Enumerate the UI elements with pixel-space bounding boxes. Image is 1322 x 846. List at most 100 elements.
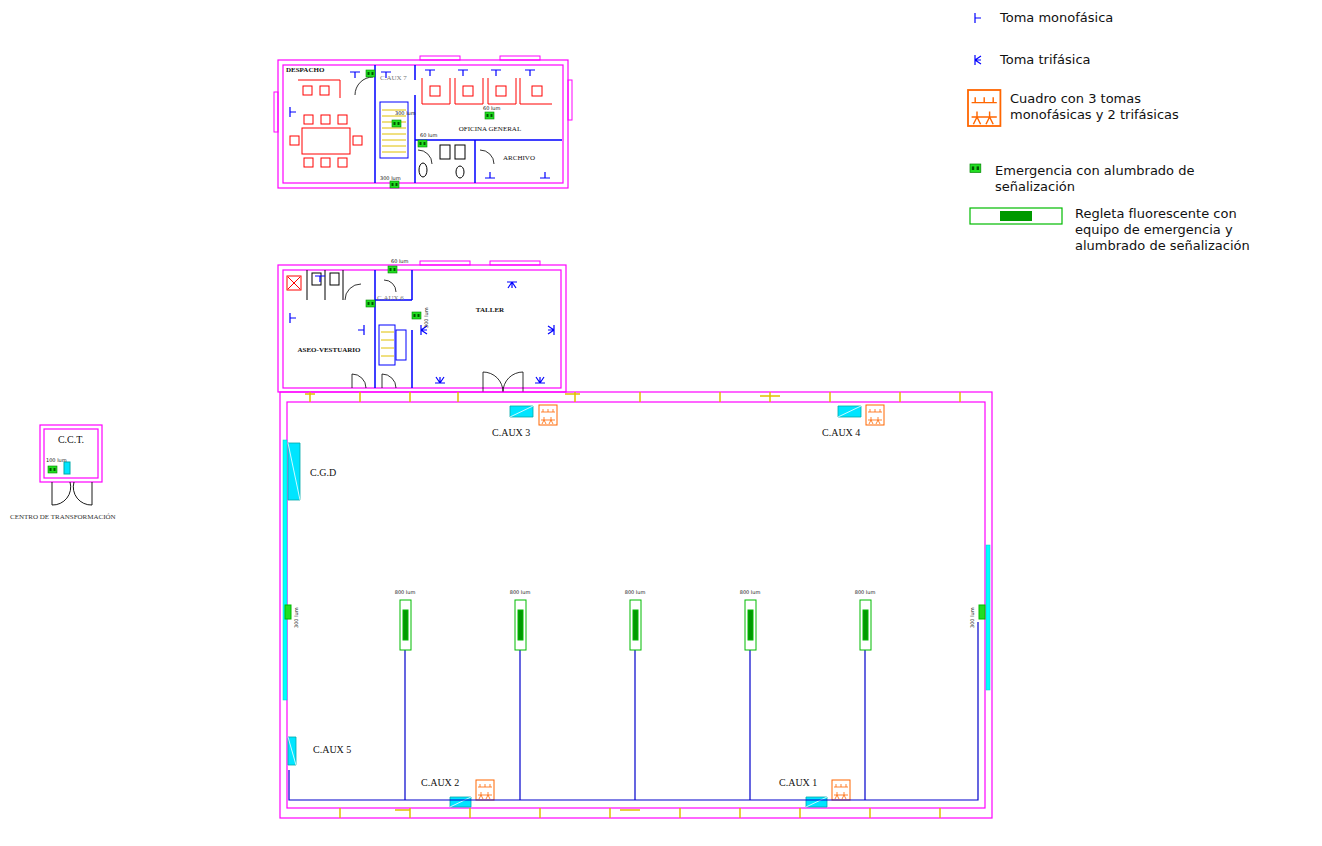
transformer-building: [40, 425, 102, 505]
office-building-part-part: [290, 136, 299, 145]
main-hall-part-part: [806, 797, 827, 807]
main-hall-part: [539, 405, 557, 425]
lumen-value: 800 lum: [855, 590, 876, 595]
main-hall-part-part: [838, 406, 861, 417]
main-hall-part: [986, 545, 990, 690]
legend-symbols-part: [970, 164, 981, 172]
office-building-part: [278, 60, 568, 188]
office-building-part-part: [304, 115, 313, 124]
panel-label: C.AUX 7: [380, 75, 407, 82]
office-building-part: [500, 56, 540, 60]
workshop-building-part: [358, 325, 364, 335]
workshop-building-part: [420, 261, 470, 265]
lumen-value: 800 lum: [395, 590, 416, 595]
room-label-box: C.C.T.: [44, 431, 98, 447]
main-hall-part-part: [838, 406, 861, 417]
panel-label: C.AUX 5: [313, 745, 351, 755]
legend-symbols-part: [970, 208, 1062, 224]
main-hall-part: [832, 780, 850, 800]
office-building-part: [418, 150, 494, 164]
office-building-part: [485, 172, 495, 178]
office-building-part: [440, 145, 450, 159]
main-hall-part-part: [748, 610, 753, 640]
main-hall-part-part: [288, 737, 296, 765]
main-hall-part-part: [510, 406, 533, 417]
workshop-building-part: [379, 325, 395, 365]
workshop-building-part: [345, 284, 361, 300]
main-hall-part: [288, 406, 861, 807]
office-building-part: [568, 80, 572, 120]
room-name: DESPACHO: [286, 67, 324, 75]
panel-label: C.AUX 2: [421, 778, 459, 788]
legend-entry: Emergencia con alumbrado de señalización: [995, 163, 1210, 195]
legend-text: Cuadro con 3 tomas monofásicas y 2 trifá…: [1010, 91, 1179, 122]
office-building-part: [382, 110, 406, 152]
workshop-building-part: [548, 325, 554, 335]
main-hall-part: [285, 600, 985, 650]
workshop-building-part: [412, 312, 421, 319]
transformer-building-part: [44, 429, 98, 478]
office-building-part: [456, 166, 464, 178]
main-hall-part-part: [633, 610, 638, 640]
panel-label: C.AUX 3: [492, 428, 530, 438]
workshop-building-part: [307, 270, 343, 300]
main-hall-part-part: [510, 406, 533, 417]
office-building-part-part: [463, 86, 473, 96]
main-hall-part-part: [400, 600, 411, 650]
main-hall-part-part: [979, 605, 985, 619]
office-building-part-part: [496, 86, 506, 96]
office-building: [274, 56, 572, 188]
office-building-part-part: [430, 86, 440, 96]
office-building-part: [540, 172, 550, 178]
office-building-part: [422, 78, 552, 104]
workshop-building-part: [490, 261, 540, 265]
office-building-part-part: [321, 158, 330, 167]
room-label-box: DESPACHO: [283, 67, 373, 81]
panel-label: C.AUX 4: [822, 428, 860, 438]
main-hall-part-part: [863, 610, 868, 640]
main-hall-part-part: [288, 443, 300, 500]
main-hall-part: [305, 394, 780, 810]
main-hall-part-part: [288, 443, 300, 500]
main-hall-part-part: [860, 600, 871, 650]
workshop-building-part-part: [330, 273, 339, 285]
workshop-building-part: [396, 330, 406, 360]
lumen-value: 800 lum: [625, 590, 646, 595]
lumen-value: 60 lum: [391, 259, 408, 264]
office-building-part: [290, 107, 296, 117]
legend-symbols-part-part: [968, 90, 1000, 126]
office-building-part: [350, 72, 360, 78]
room-label-box: ASEO-VESTUARIO: [285, 344, 373, 358]
office-building-part: [458, 70, 468, 76]
legend-text: Toma monofásica: [1000, 10, 1113, 25]
legend-symbols-part: [1000, 211, 1032, 221]
panel-label: C.AUX 1: [779, 778, 817, 788]
main-hall-part-part: [450, 797, 471, 807]
office-building-part: [418, 140, 427, 147]
main-hall-part-part: [403, 610, 408, 640]
workshop-building-part: [366, 300, 375, 307]
legend-text: Regleta fluorescente con equipo de emerg…: [1075, 206, 1250, 253]
workshop-building-part: [287, 276, 301, 290]
lumen-value: 100 lum: [46, 458, 67, 463]
office-building-part-part: [321, 115, 330, 124]
main-hall-part-part: [806, 797, 827, 807]
office-building-part: [525, 70, 535, 76]
workshop-building-part: [483, 372, 523, 392]
legend-text: Toma trifásica: [1000, 52, 1091, 67]
legend-symbols-part: [975, 13, 981, 23]
workshop-building-part: [381, 332, 394, 356]
legend-text: Emergencia con alumbrado de señalización: [995, 163, 1194, 194]
panel-label: C.AUX 6: [377, 295, 404, 302]
legend-symbols-part: [968, 90, 1000, 126]
lumen-value: 300 lum: [294, 607, 299, 628]
office-building-part: [390, 181, 399, 188]
workshop-building-part: [315, 276, 325, 282]
room-label-box: TALLER: [440, 304, 540, 318]
office-building-part-part: [320, 86, 329, 95]
main-hall-part: [280, 392, 992, 818]
legend-entry: Cuadro con 3 tomas monofásicas y 2 trifá…: [1010, 91, 1220, 123]
office-building-part: [485, 112, 494, 119]
office-building-part: [392, 120, 401, 127]
